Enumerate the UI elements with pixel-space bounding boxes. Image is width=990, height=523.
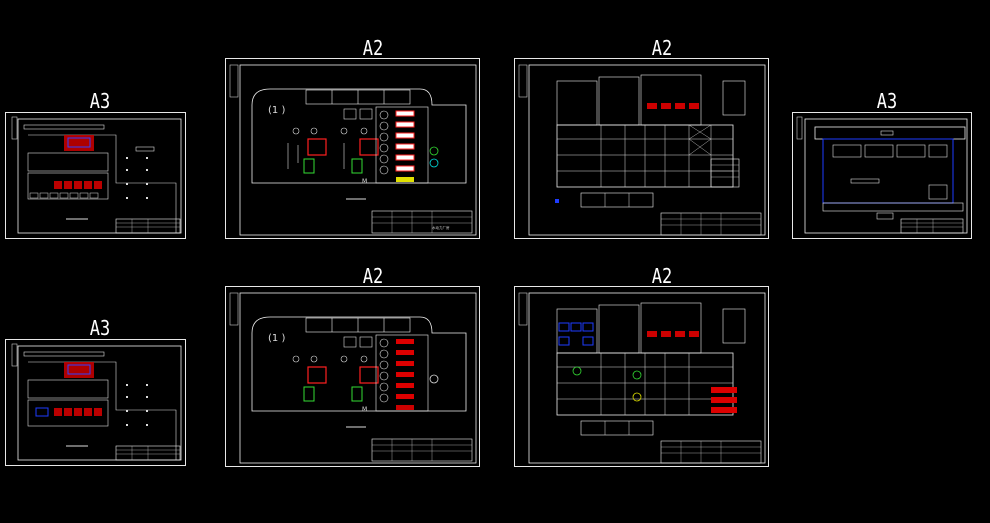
drawing-sheet-a3-elevation[interactable]	[792, 112, 972, 239]
sheet-size-label: A3	[876, 89, 898, 113]
site-layout-drawing	[11, 116, 182, 234]
sheet-size-label: A3	[89, 316, 111, 340]
building-floor-plan-drawing-rev	[518, 292, 766, 464]
equipment-plan-drawing-rev: (1 ) M	[229, 292, 477, 464]
drawing-sheet-a2-building[interactable]	[514, 58, 769, 239]
equipment-tag: (1 )	[268, 105, 285, 116]
building-floor-plan-drawing	[518, 64, 766, 236]
sheet-size-label: A2	[651, 36, 673, 60]
drawing-sheet-a2-building-rev[interactable]	[514, 286, 769, 467]
equipment-tag: (1 )	[268, 333, 285, 344]
equipment-plan-drawing: (1 ) M 水动力厂房	[229, 64, 477, 236]
elevation-drawing	[796, 116, 968, 234]
sheet-size-label: A2	[362, 264, 384, 288]
site-layout-drawing-rev	[11, 343, 182, 461]
sheet-size-label: A2	[362, 36, 384, 60]
drawing-sheet-a3-layout[interactable]	[5, 112, 186, 239]
scale-mark: M	[362, 178, 367, 185]
sheet-size-label: A3	[89, 89, 111, 113]
scale-mark: M	[362, 406, 367, 413]
drawing-sheet-a3-layout-rev[interactable]	[5, 339, 186, 466]
drawing-sheet-a2-equipment[interactable]: (1 ) M 水动力厂房	[225, 58, 480, 239]
title-block-text: 水动力厂房	[432, 225, 450, 230]
sheet-size-label: A2	[651, 264, 673, 288]
drawing-sheet-a2-equipment-rev[interactable]: (1 ) M	[225, 286, 480, 467]
